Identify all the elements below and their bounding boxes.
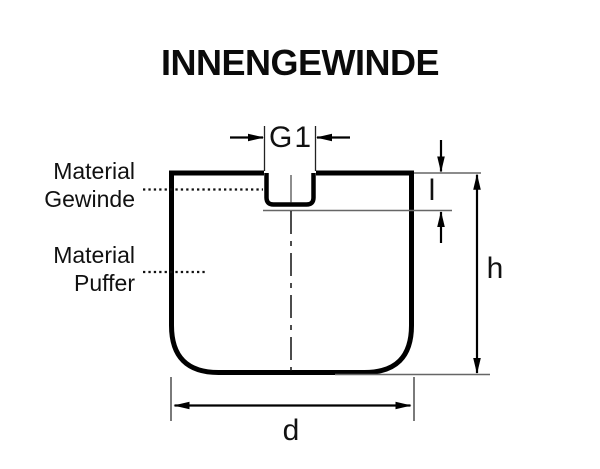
page-title: INNENGEWINDE (160, 42, 440, 83)
label-material-puffer-line2: Puffer (74, 270, 135, 296)
thread-pocket (264, 173, 316, 207)
dim-label-diameter: d (282, 414, 300, 447)
dim-label-thread: G1 (268, 121, 314, 154)
label-material-puffer: Material Puffer (0, 241, 135, 297)
label-material-gewinde-line2: Gewinde (44, 186, 135, 212)
label-material-puffer-line1: Material (53, 242, 135, 268)
body-outline (169, 170, 414, 375)
label-material-gewinde-line1: Material (53, 158, 135, 184)
dim-label-thread-depth: l (428, 174, 436, 207)
dim-label-height: h (486, 252, 504, 285)
label-material-gewinde: Material Gewinde (0, 157, 135, 213)
